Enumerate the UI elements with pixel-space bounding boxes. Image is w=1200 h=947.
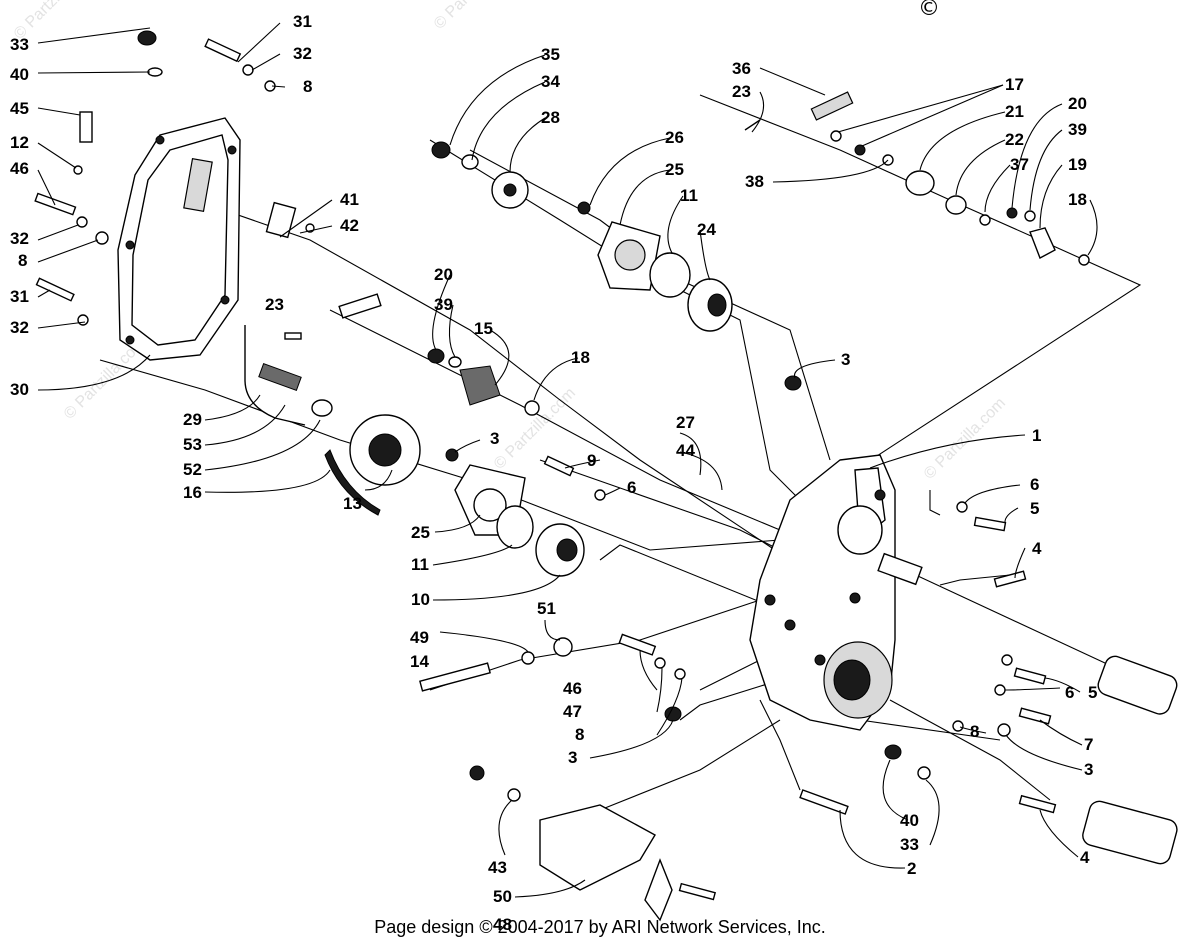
callout-label: 1 xyxy=(1032,426,1041,445)
callout-label: 11 xyxy=(411,555,429,574)
callout-label: 5 xyxy=(1030,499,1039,518)
callout-label: 53 xyxy=(183,435,202,454)
callout-label: 6 xyxy=(1065,683,1074,702)
callout-label: 10 xyxy=(411,590,430,609)
callout-label: 42 xyxy=(340,216,359,235)
callout-label: 33 xyxy=(900,835,919,854)
callout-label: 14 xyxy=(410,652,429,671)
callout-label: 27 xyxy=(676,413,695,432)
callout-label: 8 xyxy=(18,251,27,270)
callout-label: 50 xyxy=(493,887,512,906)
callout-label: 52 xyxy=(183,460,202,479)
callout-label: 28 xyxy=(541,108,560,127)
callout-label: 38 xyxy=(745,172,764,191)
callout-label: 13 xyxy=(343,494,362,513)
callout-label: 46 xyxy=(10,159,29,178)
callout-label: 34 xyxy=(541,72,560,91)
callout-label: 26 xyxy=(665,128,684,147)
callout-label: 32 xyxy=(293,44,312,63)
callout-label: 25 xyxy=(665,160,684,179)
callout-label: 47 xyxy=(563,702,582,721)
callout-label: 45 xyxy=(10,99,29,118)
bearing-group-upper xyxy=(431,141,733,332)
callout-label: 36 xyxy=(732,59,751,78)
watermark: © Partzilla.com xyxy=(431,0,519,33)
callout-label: 40 xyxy=(10,65,29,84)
assembly-axes xyxy=(99,94,1142,811)
sprocket-assembly xyxy=(244,293,421,516)
bottom-left-hardware xyxy=(419,633,717,922)
main-gear-case xyxy=(749,454,923,731)
callout-label: 3 xyxy=(490,429,499,448)
callout-label: 48 xyxy=(493,915,512,934)
callout-label: 51 xyxy=(537,599,556,618)
callout-label: 43 xyxy=(488,858,507,877)
callout-label: 2 xyxy=(907,859,916,878)
callout-label: 30 xyxy=(10,380,29,399)
callout-label: 39 xyxy=(1068,120,1087,139)
callout-label: 9 xyxy=(587,451,596,470)
callout-label: 32 xyxy=(10,318,29,337)
callout-label: 20 xyxy=(434,265,453,284)
callout-label: 22 xyxy=(1005,130,1024,149)
callout-label: 11 xyxy=(680,186,698,205)
callout-label: 29 xyxy=(183,410,202,429)
watermark: © Partzilla.com xyxy=(921,395,1009,483)
callout-label: 39 xyxy=(434,295,453,314)
callout-label: 3 xyxy=(841,350,850,369)
copyright-mark: © xyxy=(918,0,940,21)
callout-label: 21 xyxy=(1005,102,1024,121)
bearing-group-lower xyxy=(427,348,606,577)
callout-label: 4 xyxy=(1080,848,1090,867)
callout-label: 3 xyxy=(568,748,577,767)
callout-label: 44 xyxy=(676,441,695,460)
callout-label: 6 xyxy=(1030,475,1039,494)
callout-label: 6 xyxy=(627,478,636,497)
callout-label: 24 xyxy=(697,220,716,239)
callout-label: 23 xyxy=(265,295,284,314)
callout-label: 23 xyxy=(732,82,751,101)
callout-label: 41 xyxy=(340,190,359,209)
callout-label: 12 xyxy=(10,133,29,152)
callout-label: 46 xyxy=(563,679,582,698)
page-footer: Page design © 2004-2017 by ARI Network S… xyxy=(374,917,826,937)
callout-label: 37 xyxy=(1010,155,1029,174)
callout-label: 18 xyxy=(571,348,590,367)
callout-label: 3 xyxy=(1084,760,1093,779)
callout-label: 7 xyxy=(1084,735,1093,754)
callout-label: 31 xyxy=(293,12,312,31)
callout-label: 32 xyxy=(10,229,29,248)
right-hardware xyxy=(799,501,1178,865)
callout-label: 33 xyxy=(10,35,29,54)
leader-lines xyxy=(37,22,1098,898)
callout-label: 4 xyxy=(1032,539,1042,558)
callout-labels: 31 33 32 40 8 45 12 46 32 8 41 42 31 32 … xyxy=(10,12,1097,934)
callout-label: 8 xyxy=(970,722,979,741)
callout-label: 15 xyxy=(474,319,493,338)
chain-case-cover xyxy=(117,117,241,361)
callout-label: 16 xyxy=(183,483,202,502)
shift-linkage xyxy=(744,91,1090,391)
callout-label: 25 xyxy=(411,523,430,542)
callout-label: 19 xyxy=(1068,155,1087,174)
callout-label: 31 xyxy=(10,287,29,306)
callout-label: 17 xyxy=(1005,75,1024,94)
callout-label: 20 xyxy=(1068,94,1087,113)
callout-label: 18 xyxy=(1068,190,1087,209)
callout-label: 35 xyxy=(541,45,560,64)
callout-label: 40 xyxy=(900,811,919,830)
callout-label: 5 xyxy=(1088,683,1097,702)
callout-label: 8 xyxy=(303,77,312,96)
callout-label: 49 xyxy=(410,628,429,647)
callout-label: 8 xyxy=(575,725,584,744)
